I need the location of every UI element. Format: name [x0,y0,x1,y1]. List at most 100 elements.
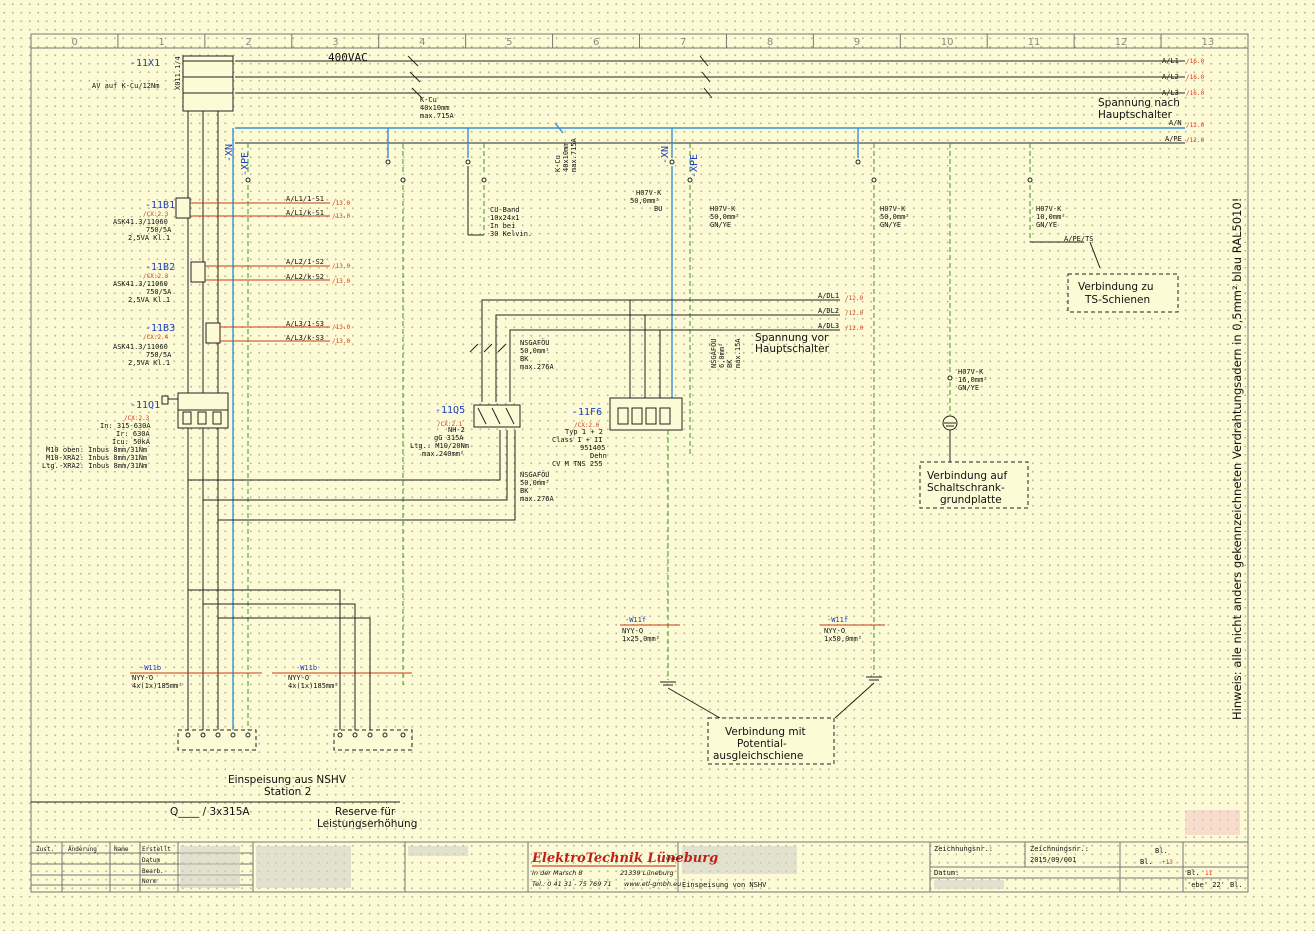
svg-text:-XN: -XN [660,146,671,164]
bus-l1-label: A/L1 [1162,57,1179,65]
bus-l2-label: A/L2 [1162,73,1179,81]
q1-spec-6: Ltg.-XRA2: Inbus 8mm/31Nm [42,462,147,470]
b3-spec-1: ASK41.3/11060 [113,343,168,351]
dl1-ref: /12.0 [845,295,863,302]
tb-datum2: Datum: [934,869,959,877]
tb-zeichnung-label: Zeichnungsnr.: [934,845,993,853]
w3-size: 1x25,0mm² [622,635,660,643]
svg-text:6,0mm²: 6,0mm² [718,343,726,368]
b3-wire-s1: A/L3/1-S3 [286,320,324,328]
svg-text:BK: BK [726,359,734,368]
svg-text:NSGAFÖU: NSGAFÖU [709,338,718,368]
column-number: 4 [419,37,425,48]
dl2-label: A/DL2 [818,307,839,315]
h07-2-size: 50,0mm² [710,213,740,221]
q1-ref: -11Q1 [130,400,160,411]
tb-sheet-total: +13 [1162,859,1173,866]
column-number: 1 [158,37,164,48]
w1-size: 4x(1x)185mm² [132,682,183,690]
note-einspeisung-1: Einspeisung aus NSHV [228,774,347,786]
svg-text:X011.1/4: X011.1/4 [174,56,182,90]
b3-cross: /CX:2.4 [143,334,169,341]
tb-erstellt: Erstellt [142,846,171,853]
dl2-ref: /12.0 [845,310,863,317]
b1-ref-s2: /13.0 [332,213,350,220]
tb-bearb: Bearb. [142,868,164,875]
note-box-potential [707,717,835,765]
column-number: 5 [506,37,512,48]
company-web: www.etl-gmbh.eu [624,880,681,888]
dl3-ref: /12.0 [845,325,863,332]
ts-ref: A/PE/TS [1064,235,1094,243]
svg-text:-XN: -XN [224,144,235,162]
q5-spec-3: Ltg.: M10/20Nm [410,442,469,450]
tb-zeichnung-value: 2015/09/001 [1030,856,1076,864]
h07-4-type: H07V-K [1036,205,1062,213]
bus-l2-ref: /16.0 [1186,74,1204,81]
w2-size: 4x(1x)185mm² [288,682,339,690]
cu-bar-max: max.715A [420,112,455,120]
svg-text:40x10mm: 40x10mm [562,142,570,172]
tb-zeichnung-label-2: Zeichnungsnr.: [1030,845,1089,853]
main-voltage-label: 400VAC [328,51,368,64]
nsga-1-size: 50,0mm² [520,347,550,355]
column-number: 13 [1202,37,1215,48]
note-einspeisung-2: Station 2 [264,786,311,798]
h07-3-type: H07V-K [880,205,906,213]
b1-spec-2: 750/5A [146,226,172,234]
company-address-1: In der Marsch 8 [532,869,583,877]
b3-ref-s1: /13.0 [332,324,350,331]
column-number: 9 [854,37,860,48]
company-logo: ElektroTechnik Lüneburg [531,851,718,866]
b1-ref: -11B1 [145,200,175,211]
q1-cross: /CX:2.3 [124,415,150,422]
column-number: 7 [680,37,686,48]
bus-l1-ref: /16.0 [1186,58,1204,65]
w3-type: NYY-O [622,627,643,635]
column-number: 8 [767,37,773,48]
b1-ref-s1: /13.0 [332,200,350,207]
h07-3-color: GN/YE [880,221,901,229]
note-spannung-vor-1: Spannung vor [755,332,829,344]
column-number: 12 [1115,37,1128,48]
f6-spec-3: 951405 [580,444,605,452]
b3-spec-2: 750/5A [146,351,172,359]
svg-text:max.15A: max.15A [734,338,742,368]
w1-ref: -W11b [140,664,161,672]
bus-l3-label: A/L3 [1162,89,1179,97]
x1-ref: -11X1 [130,58,160,69]
b3-wire-s2: A/L3/k-S3 [286,334,324,342]
h07-4-color: GN/YE [1036,221,1057,229]
svg-text:-XPE: -XPE [240,152,251,176]
b2-spec-1: ASK41.3/11060 [113,280,168,288]
main-switch-q1 [161,392,229,429]
n-pe-drops [245,128,1084,735]
cu-bar-size: 40x10mm [420,104,450,112]
w3-ref: -W11f [625,616,646,624]
nsga-2-color: BK [520,487,529,495]
nsga-2-type: NSGAFÖU [520,470,550,479]
tb-page-prefix: Bl. [1155,847,1168,855]
note-box-grundplatte [919,461,1029,509]
f6-cross: /CX:2.0 [574,422,600,429]
w4-type: NYY-O [824,627,845,635]
tb-norm: Norm [142,878,157,885]
cu-band-4: 30 Kelvin. [490,230,532,238]
h07-1-color: BU [654,205,662,213]
note-ts-2: TS-Schienen [1084,294,1150,306]
tb-name: Name [114,846,129,853]
note-reserve-2: Leistungserhöhung [317,818,417,830]
w4-size: 1x50,0mm² [824,635,862,643]
b1-wire-s2: A/L1/k-S1 [286,209,324,217]
ct-b1 [175,197,330,219]
column-number: 0 [71,37,77,48]
bus-pe-ref: /12.0 [1186,137,1204,144]
bus-n-ref: /12.0 [1186,122,1204,129]
note-grund-3: grundplatte [940,494,1002,506]
note-grund-2: Schaltschrank- [927,482,1005,494]
ct-b3 [205,322,330,344]
svg-text:K-Cu: K-Cu [554,155,562,172]
q1-spec-4: M10 oben: Inbus 8mm/31Nm [46,446,147,454]
